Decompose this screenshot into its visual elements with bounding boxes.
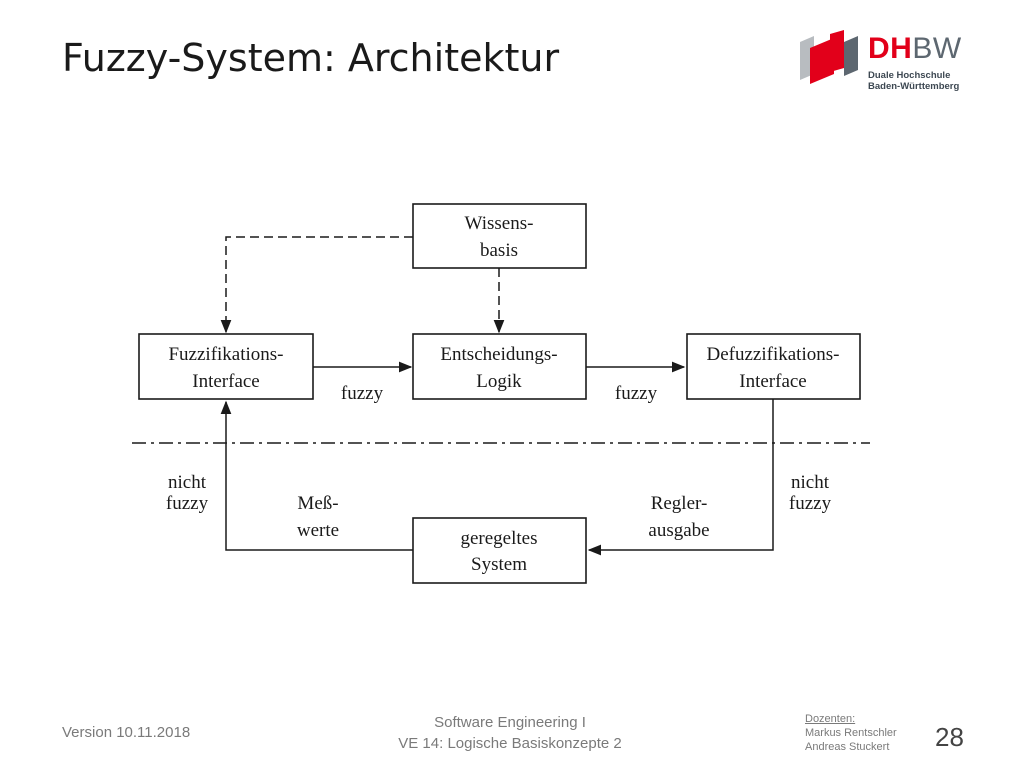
- dhbw-logo-line-2: Baden-Württemberg: [868, 81, 960, 92]
- defuzzification-label-2: Interface: [739, 371, 807, 392]
- dhbw-logo-line-1: Duale Hochschule: [868, 70, 951, 81]
- dhbw-logo-word-red: DH: [868, 32, 913, 65]
- controlled-system-label-1: geregeltes: [460, 528, 537, 549]
- knowledge-base-label-2: basis: [480, 240, 518, 261]
- not-fuzzy-left-label-1: nicht: [168, 472, 207, 493]
- dhbw-logo-subtitle: Duale Hochschule Baden-Württemberg: [868, 70, 959, 92]
- controller-output-label-2: ausgabe: [648, 520, 709, 541]
- fuzzification-label-2: Interface: [192, 371, 260, 392]
- not-fuzzy-right-label-1: nicht: [791, 472, 830, 493]
- knowledge-base-box: [412, 203, 587, 269]
- dhbw-logo-wordmark: DHBW: [868, 34, 962, 64]
- decision-logic-box: [412, 333, 587, 400]
- page-number: 28: [935, 722, 964, 752]
- defuzzification-label-1: Defuzzifikations-: [707, 344, 840, 365]
- not-fuzzy-left-label-2: fuzzy: [166, 493, 209, 514]
- footer-lecture-title: VE 14: Logische Basiskonzepte 2: [398, 735, 622, 752]
- footer-course-title: Software Engineering I: [434, 714, 586, 731]
- dhbw-logo-mark-icon: [800, 30, 858, 84]
- controller-output-label-1: Regler-: [651, 493, 708, 514]
- measured-values-label-1: Meß-: [297, 493, 338, 514]
- fuzzification-label-1: Fuzzifikations-: [168, 344, 283, 365]
- footer-lecturers: Dozenten: Markus Rentschler Andreas Stuc…: [805, 712, 897, 754]
- footer-lecturers-header: Dozenten:: [805, 713, 856, 725]
- dhbw-logo: DHBW Duale Hochschule Baden-Württemberg: [800, 24, 1000, 96]
- footer-lecturer-2: Andreas Stuckert: [805, 741, 890, 753]
- controlled-system-label-2: System: [471, 554, 527, 575]
- decision-logic-label-1: Entscheidungs-: [440, 344, 557, 365]
- fuzzy-label-right: fuzzy: [615, 383, 658, 404]
- footer-course-info: Software Engineering I VE 14: Logische B…: [360, 712, 660, 754]
- arrow-system-to-fuzzification: [220, 400, 413, 551]
- fuzzy-label-left: fuzzy: [341, 383, 384, 404]
- arrow-defuzzification-to-system: [587, 399, 774, 556]
- dashed-link-knowledge-to-fuzzification: [220, 236, 413, 334]
- footer-lecturer-1: Markus Rentschler: [805, 727, 897, 739]
- controlled-system-box: [412, 517, 587, 584]
- dhbw-logo-word-grey: BW: [912, 32, 962, 65]
- decision-logic-label-2: Logik: [476, 371, 522, 392]
- slide-title: Fuzzy-System: Architektur: [62, 36, 560, 80]
- not-fuzzy-right-label-2: fuzzy: [789, 493, 832, 514]
- measured-values-label-2: werte: [297, 520, 339, 541]
- fuzzification-interface-box: [138, 333, 314, 400]
- knowledge-base-label-1: Wissens-: [465, 213, 534, 234]
- footer-version: Version 10.11.2018: [62, 724, 191, 741]
- defuzzification-interface-box: [686, 333, 861, 400]
